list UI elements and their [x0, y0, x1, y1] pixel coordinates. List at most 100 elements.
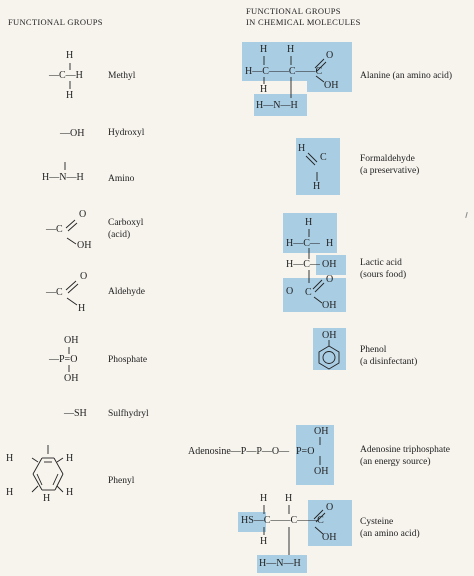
phosphate-oh-top: OH — [64, 335, 79, 346]
methyl-c: C — [59, 70, 66, 81]
cysteine-carboxyl-highlight — [308, 500, 352, 546]
lactic-carboxyl-highlight — [283, 278, 346, 312]
aldehyde-h: H — [78, 303, 86, 314]
phosphate-oh-bottom: OH — [64, 373, 79, 384]
lactic-o: O — [326, 274, 334, 285]
phenol-oh: OH — [322, 330, 337, 341]
lactic-o-left: O — [286, 286, 294, 297]
phenol-phenyl-highlight — [313, 328, 346, 370]
atp-label-sub: (an energy source) — [360, 457, 431, 467]
aldehyde-o: O — [80, 271, 88, 282]
methyl-label: Methyl — [108, 71, 136, 81]
lactic-oh: OH — [322, 259, 337, 270]
lactic-methyl-row: H—C— — [286, 238, 320, 249]
phenyl-h-bottom: H — [43, 493, 51, 504]
alanine-methyl-highlight — [242, 42, 307, 81]
amino-formula: H—N—H — [42, 172, 84, 183]
right-column-header-line2: IN CHEMICAL MOLECULES — [246, 17, 361, 27]
phenol-label-sub: (a disinfectant) — [360, 357, 418, 367]
methyl-formula: —C—H — [49, 70, 83, 81]
aldehyde-single-bond — [66, 297, 78, 306]
alanine-h-1: H — [260, 44, 268, 55]
phenol-label: Phenol — [360, 345, 387, 355]
cysteine-oh: OH — [322, 532, 337, 543]
alanine-amino-highlight — [254, 94, 307, 116]
aldehyde-label: Aldehyde — [108, 287, 145, 297]
atp-oh-top: OH — [314, 426, 329, 437]
carboxyl-formula: —C — [46, 224, 63, 235]
cysteine-c-oh — [314, 526, 324, 535]
phosphate-label: Phosphate — [108, 355, 148, 365]
right-column-header-line1: FUNCTIONAL GROUPS — [246, 6, 341, 16]
alanine-chain: H—C——C——C — [245, 66, 323, 77]
carboxyl-double-bond-2 — [67, 222, 78, 232]
formaldehyde-h-bottom: H — [313, 181, 321, 192]
alanine-c-oh — [315, 75, 325, 83]
formaldehyde-double-1 — [307, 152, 318, 163]
formaldehyde-label: Formaldehyde — [360, 154, 415, 164]
cysteine-co-double-1 — [313, 509, 324, 520]
sulfhydryl-label: Sulfhydryl — [108, 409, 149, 419]
lactic-label: Lactic acid — [360, 258, 402, 268]
methyl-h-right: H — [75, 70, 83, 81]
formaldehyde-label-sub: (a preservative) — [360, 166, 420, 176]
formaldehyde-aldehyde-highlight — [296, 138, 340, 195]
aldehyde-formula: —C — [46, 287, 63, 298]
methyl-h-top: H — [66, 50, 74, 61]
carboxyl-label: Carboxyl — [108, 218, 144, 228]
methyl-h-bottom: H — [66, 90, 74, 101]
cysteine-h-3: H — [260, 536, 268, 547]
cysteine-label-sub: (an amino acid) — [360, 529, 420, 539]
alanine-amino: H—N—H — [256, 100, 298, 111]
cysteine-sulfhydryl-highlight — [238, 512, 266, 532]
lactic-middle-row: H—C— — [286, 259, 320, 270]
hydroxyl-formula: —OH — [60, 128, 85, 139]
lactic-oh-bottom: OH — [322, 300, 337, 311]
lactic-c-oh — [313, 296, 323, 304]
carboxyl-single-bond — [66, 237, 77, 245]
alanine-co-double-1 — [314, 58, 325, 69]
atp-p-eq-o: P=O — [296, 446, 315, 457]
formaldehyde-double-2 — [305, 155, 316, 166]
lactic-h-right: H — [326, 238, 334, 249]
lactic-methyl-highlight — [283, 213, 337, 253]
atp-chain: Adenosine—P—P—O— — [188, 446, 290, 457]
carboxyl-o: O — [79, 209, 87, 220]
cysteine-chain: HS—C——C——C — [241, 515, 324, 526]
cysteine-amino: H—N—H — [259, 558, 301, 569]
lactic-label-sub: (sours food) — [360, 270, 407, 280]
formaldehyde-c-label: C — [320, 152, 327, 163]
phenyl-lower-right-bond — [56, 485, 64, 493]
atp-phosphate-highlight — [296, 425, 334, 485]
carboxyl-oh: OH — [77, 240, 92, 251]
alanine-label: Alanine (an amino acid) — [360, 71, 453, 81]
cysteine-h-1: H — [260, 493, 268, 504]
alanine-oh: OH — [324, 80, 339, 91]
amino-label: Amino — [108, 174, 135, 184]
lactic-hydroxyl-highlight — [316, 255, 346, 275]
cysteine-h-2: H — [285, 493, 293, 504]
atp-label: Adenosine triphosphate — [360, 445, 450, 455]
atp-oh-bottom: OH — [314, 466, 329, 477]
carboxyl-label-sub: (acid) — [108, 230, 131, 240]
phenyl-upper-right-bond — [56, 457, 64, 463]
alanine-carboxyl-highlight — [307, 42, 352, 92]
alanine-co-double-2 — [316, 61, 327, 72]
lactic-h-top: H — [305, 217, 313, 228]
phenyl-upper-left-bond — [31, 457, 39, 463]
alanine-h-3: H — [260, 84, 268, 95]
sulfhydryl-formula: —SH — [64, 408, 87, 419]
lactic-c: C — [305, 287, 312, 298]
hydroxyl-label: Hydroxyl — [108, 128, 145, 138]
phenol-ring — [318, 345, 340, 370]
formaldehyde-h-left: H — [298, 143, 306, 154]
cysteine-label: Cysteine — [360, 517, 394, 527]
cysteine-amino-highlight — [257, 555, 307, 573]
phenyl-h-upper-left: H — [6, 453, 14, 464]
alanine-h-2: H — [287, 44, 295, 55]
lactic-co-double-1 — [312, 279, 323, 290]
aldehyde-double-bond-1 — [65, 280, 77, 291]
phenyl-lower-left-bond — [31, 485, 39, 493]
cysteine-co-double-2 — [315, 512, 326, 523]
